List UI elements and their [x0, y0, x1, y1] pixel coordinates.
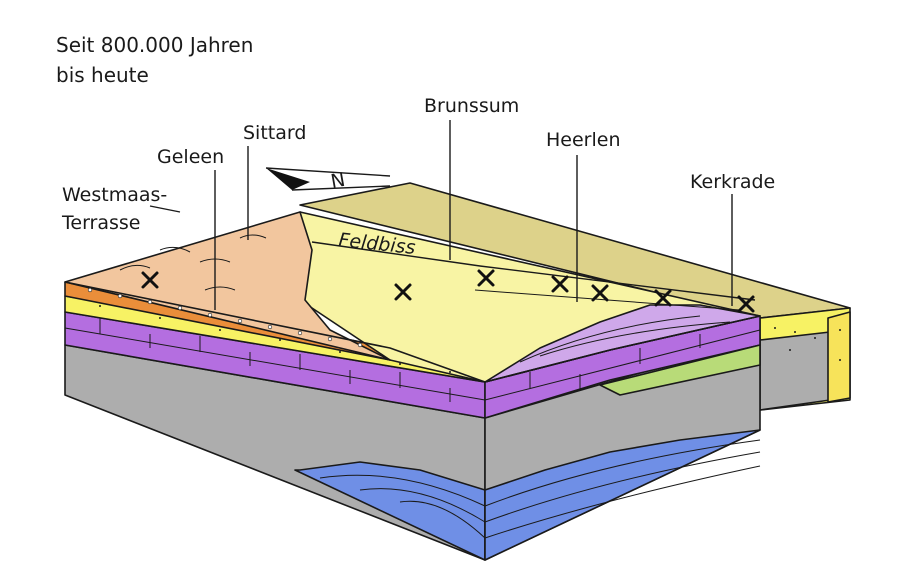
mine-icon [737, 295, 755, 313]
westmaas-terrace-surface [64, 211, 391, 361]
caption-line2: bis heute [56, 63, 149, 87]
label-geleen: Geleen [157, 146, 224, 168]
lilac-wavy-lines [519, 315, 731, 363]
mine-icon [141, 271, 159, 289]
caption-line1: Seit 800.000 Jahren [56, 33, 253, 57]
north-arrow-icon [266, 168, 310, 190]
mine-icon [551, 275, 569, 293]
label-sittard: Sittard [243, 122, 306, 144]
leader-westmaas [149, 205, 181, 213]
feldbiss-fault-line [311, 241, 756, 301]
front-right-green-layer [599, 344, 761, 396]
label-westmaas-2: Terrasse [61, 212, 141, 234]
purple-brick-pattern [64, 318, 761, 402]
mine-markers [141, 269, 755, 313]
blue-wavy-lines [319, 439, 761, 539]
north-arrow: N [265, 167, 391, 193]
gravel-dots [87, 287, 363, 348]
mine-icon [394, 283, 412, 301]
upland-side-grey [759, 331, 831, 411]
label-brunssum: Brunssum [424, 95, 519, 117]
compass-letter: N [329, 169, 347, 193]
label-kerkrade: Kerkrade [690, 171, 775, 193]
mine-icon [654, 289, 672, 307]
label-westmaas-1: Westmaas- [62, 184, 167, 206]
mine-icon [591, 284, 609, 302]
front-right-blue-layer [484, 429, 761, 561]
label-heerlen: Heerlen [546, 129, 621, 151]
upland-side-gold [827, 311, 851, 403]
sand-dots [99, 305, 841, 373]
mine-icon [477, 269, 495, 287]
